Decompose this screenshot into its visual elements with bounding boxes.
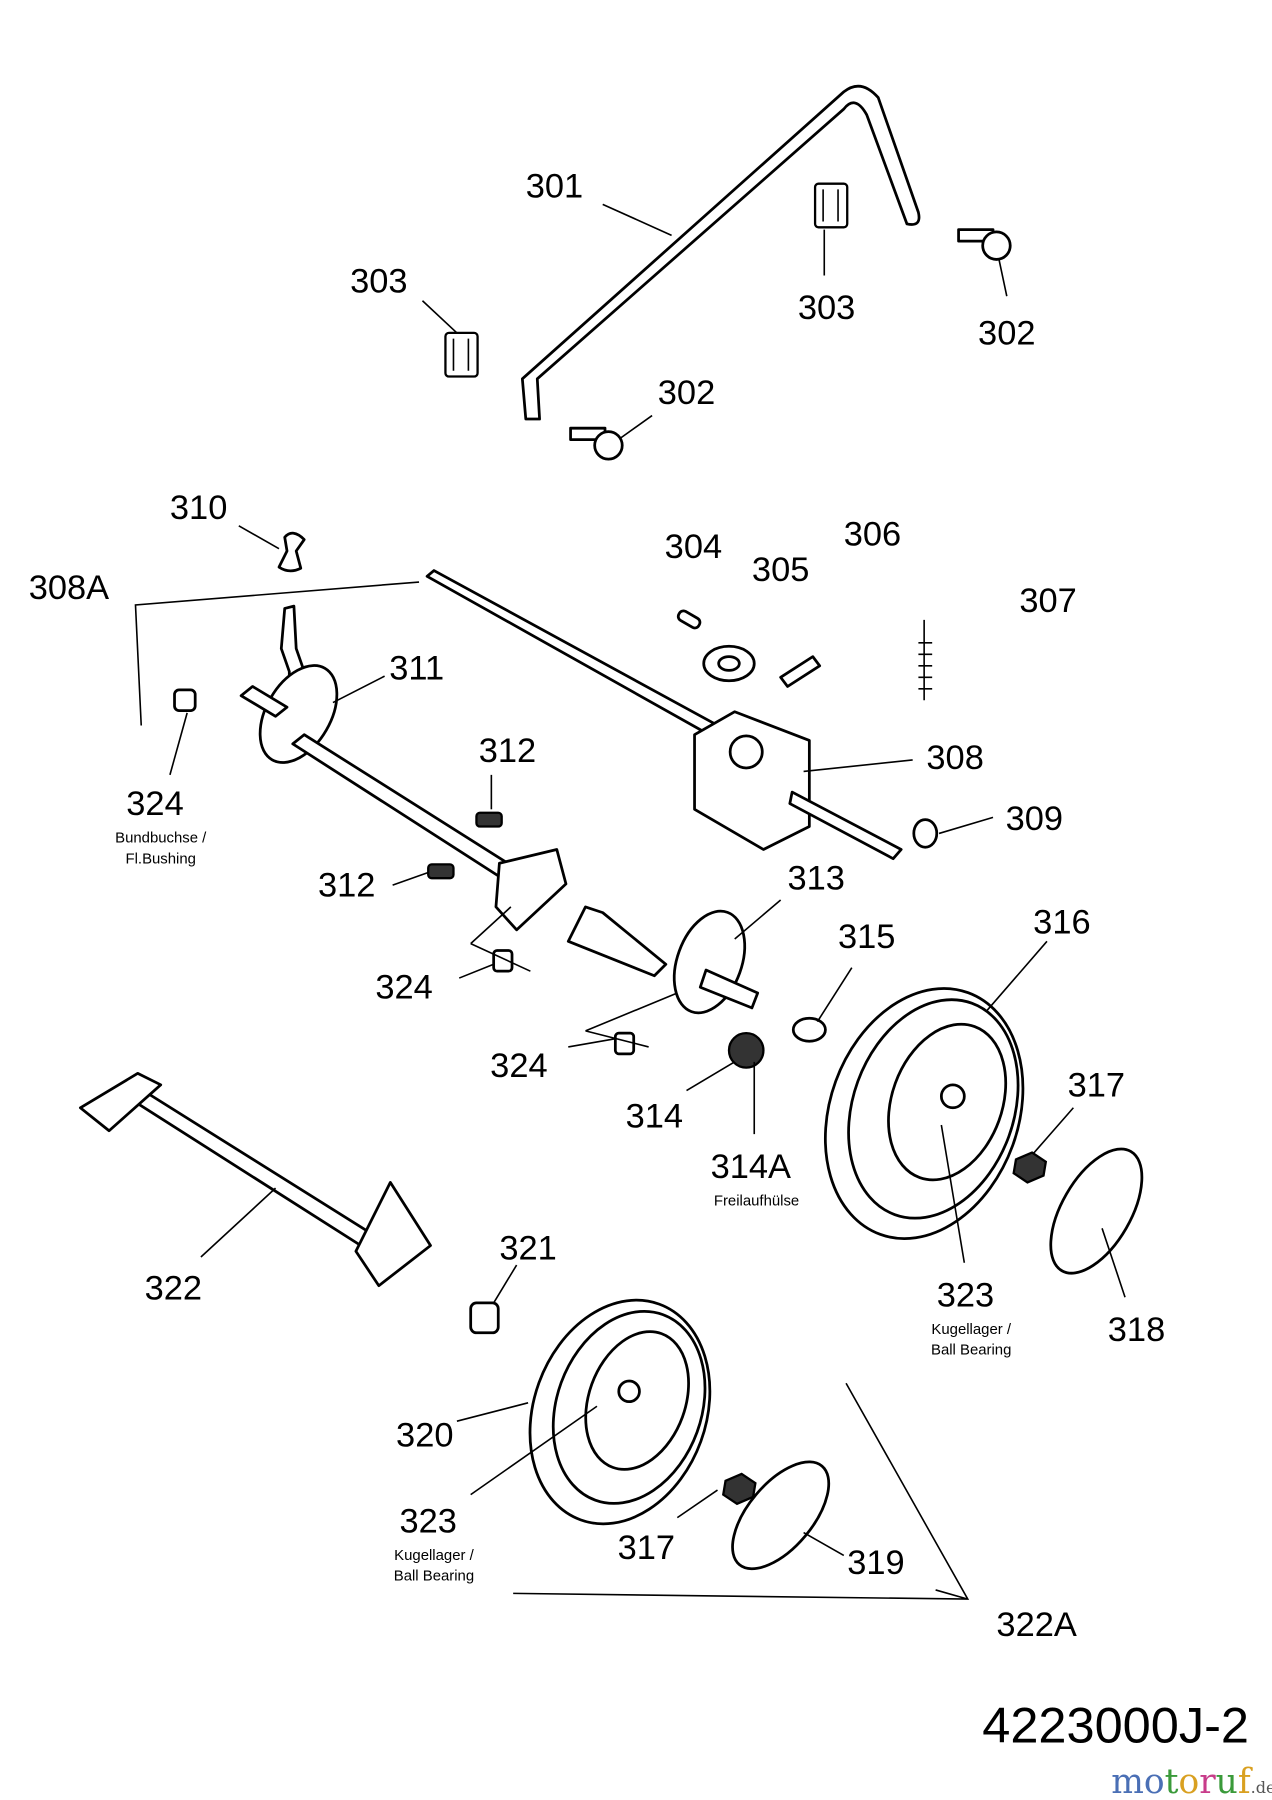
callout-309: 309 (1006, 800, 1063, 838)
part-320-wheel (528, 1298, 712, 1526)
callout-note: Kugellager / (931, 1321, 1011, 1338)
callout-labels: 301 303 303 302 302 310 308A 304 305 306 307 311 312… (29, 167, 1166, 1643)
callout-308A: 308A (29, 569, 109, 607)
part-315-washer (791, 1016, 827, 1043)
callout-324: 324 (490, 1047, 547, 1085)
callout-note: Fl.Bushing (126, 850, 196, 867)
callout-303: 303 (798, 289, 855, 327)
part-bracket-plate (494, 848, 568, 932)
part-314-gear (727, 1032, 765, 1069)
diagram-id: 4223000J-2 (982, 1697, 1249, 1754)
callout-note: Bundbuchse / (115, 830, 207, 847)
callout-304: 304 (665, 528, 722, 566)
part-313-clutch (566, 905, 668, 978)
callout-308: 308 (926, 739, 983, 777)
svg-text:motoruf.de: motoruf.de (1111, 1762, 1272, 1800)
callout-317: 317 (1068, 1066, 1125, 1104)
callout-321: 321 (499, 1229, 556, 1267)
part-318-hubcap (1049, 1147, 1144, 1275)
callout-311: 311 (389, 650, 444, 688)
leader-lines (134, 203, 1126, 1600)
part-312-screw (475, 811, 503, 828)
callout-319: 319 (847, 1544, 904, 1582)
callout-312: 312 (318, 867, 375, 905)
callout-303: 303 (350, 263, 407, 301)
part-301-bar (520, 84, 921, 421)
callout-323: 323 (937, 1276, 994, 1314)
part-310 (277, 531, 306, 573)
callout-318: 318 (1108, 1311, 1165, 1349)
callout-324: 324 (375, 969, 432, 1007)
motoruf-watermark-logo: motoruf.de (1111, 1762, 1272, 1800)
callout-note: Kugellager / (394, 1547, 474, 1564)
callout-302: 302 (658, 374, 715, 412)
part-303-clip (813, 182, 849, 229)
callout-324: 324 (126, 785, 183, 823)
part-304-pin (676, 609, 702, 630)
callout-310: 310 (170, 489, 227, 527)
callout-317: 317 (618, 1529, 675, 1567)
callout-314A: 314A (711, 1148, 791, 1186)
callout-322A: 322A (996, 1606, 1076, 1644)
callout-302: 302 (978, 314, 1035, 352)
part-308-gearbox (693, 710, 811, 851)
callout-307: 307 (1019, 582, 1076, 620)
part-302-bolt (569, 426, 624, 461)
callout-306: 306 (844, 515, 901, 553)
callout-322: 322 (145, 1269, 202, 1307)
callout-312: 312 (479, 732, 536, 770)
callout-320: 320 (396, 1416, 453, 1454)
part-321-bearing (469, 1301, 500, 1335)
parts-drawing (79, 84, 1144, 1571)
part-319-hubcap (731, 1460, 831, 1571)
callout-301: 301 (526, 167, 583, 205)
callout-note: Ball Bearing (394, 1568, 474, 1585)
callout-305: 305 (752, 551, 809, 589)
part-308a-shaft (425, 569, 737, 746)
callout-314: 314 (626, 1097, 683, 1135)
callout-313: 313 (788, 860, 845, 898)
part-316-wheel (823, 987, 1025, 1240)
part-324-bushing (613, 1031, 636, 1056)
callout-note: Ball Bearing (931, 1342, 1011, 1359)
part-306-spring (779, 655, 822, 688)
callout-323: 323 (400, 1503, 457, 1541)
callout-note: Freilaufhülse (714, 1192, 799, 1209)
part-317-nut (1012, 1151, 1048, 1184)
part-303-clip (444, 331, 479, 378)
part-309-washer (912, 818, 939, 849)
part-312-screw (427, 863, 455, 880)
part-322-axle (124, 1085, 392, 1259)
part-302-bolt (957, 228, 1012, 261)
callout-316: 316 (1033, 903, 1090, 941)
part-324-bushing (173, 688, 197, 712)
part-307-spring (918, 619, 933, 701)
callout-315: 315 (838, 918, 895, 956)
